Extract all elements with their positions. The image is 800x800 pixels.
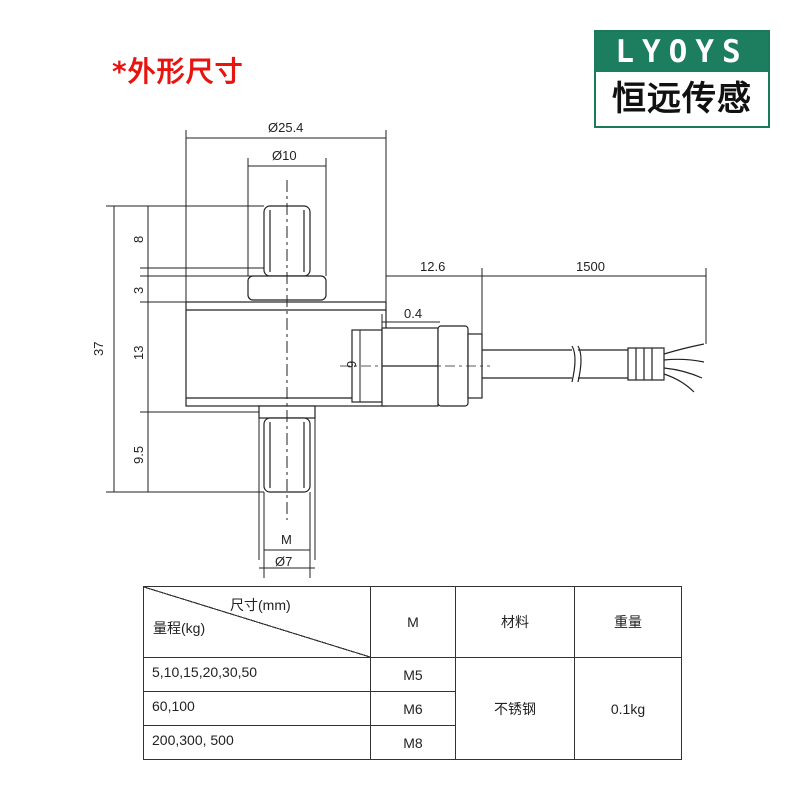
brand-logo: LYOYS 恒远传感 xyxy=(594,30,770,128)
dim-gap: 0.4 xyxy=(404,306,422,321)
header-range-label: 量程(kg) xyxy=(153,620,206,636)
weight-cell: 0.1kg xyxy=(574,657,682,760)
header-weight: 重量 xyxy=(574,586,682,658)
range-cell: 200,300, 500 xyxy=(143,725,371,760)
dim-cable-length: 1500 xyxy=(576,259,605,274)
header-m: M xyxy=(370,586,456,658)
dim-top-thread: 8 xyxy=(131,236,146,243)
dim-body: 13 xyxy=(131,346,146,360)
table-row: 60,100 M6 xyxy=(143,691,682,726)
m-cell: M8 xyxy=(370,725,456,760)
header-diagonal-cell: 尺寸(mm) 量程(kg) xyxy=(143,586,371,658)
header-size-label: 尺寸(mm) xyxy=(230,597,291,613)
dim-top-outer: Ø25.4 xyxy=(268,120,303,135)
table-row: 200,300, 500 M8 xyxy=(143,725,682,760)
dimension-drawing: Ø25.4 Ø10 37 8 3 13 9.5 9 M Ø7 12.6 1500… xyxy=(91,120,707,578)
dim-total-height: 37 xyxy=(91,342,106,356)
range-cell: 5,10,15,20,30,50 xyxy=(143,657,371,692)
logo-latin: LYOYS xyxy=(596,32,768,72)
section-title: *外形尺寸 xyxy=(112,55,244,88)
dim-bottom-thread: 9.5 xyxy=(131,446,146,464)
dim-cable-offset: 12.6 xyxy=(420,259,445,274)
dim-bottom-outer: Ø7 xyxy=(275,554,292,569)
table-header-row: 尺寸(mm) 量程(kg) M 材料 重量 xyxy=(143,586,682,658)
material-cell: 不锈钢 xyxy=(455,657,575,760)
dim-top-inner: Ø10 xyxy=(272,148,297,163)
dim-connector-height: 9 xyxy=(344,361,359,368)
dim-bottom-m: M xyxy=(281,532,292,547)
spec-table: 尺寸(mm) 量程(kg) M 材料 重量 5,10,15,20,30,50 M… xyxy=(143,586,682,760)
dim-top-collar: 3 xyxy=(131,287,146,294)
logo-chinese: 恒远传感 xyxy=(612,79,752,119)
table-row: 5,10,15,20,30,50 M5 不锈钢 0.1kg xyxy=(143,657,682,760)
m-cell: M5 xyxy=(370,657,456,692)
header-material: 材料 xyxy=(455,586,575,658)
range-cell: 60,100 xyxy=(143,691,371,726)
m-cell: M6 xyxy=(370,691,456,726)
